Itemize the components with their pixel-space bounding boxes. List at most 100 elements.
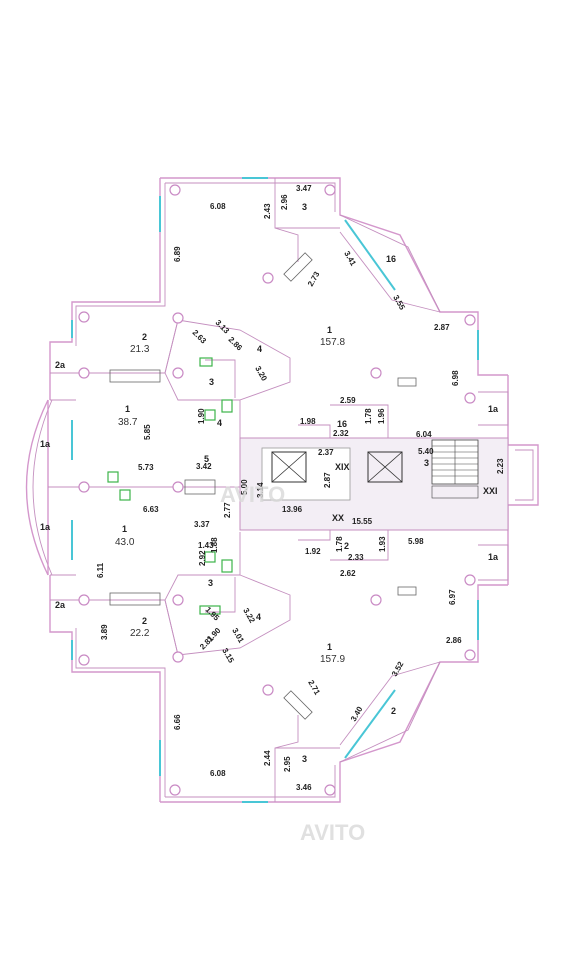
svg-text:2.33: 2.33	[348, 553, 364, 562]
svg-text:3.40: 3.40	[349, 705, 365, 723]
columns	[78, 184, 476, 796]
svg-text:3.15: 3.15	[220, 647, 236, 665]
room-number: 2	[142, 616, 147, 626]
room-number: 2a	[55, 600, 66, 610]
svg-text:1.90: 1.90	[197, 408, 206, 424]
room-number: 1	[327, 325, 332, 335]
svg-text:2.95: 2.95	[283, 756, 292, 772]
staircase	[431, 439, 479, 499]
svg-text:2.23: 2.23	[496, 458, 505, 474]
room-number: 5	[204, 454, 209, 464]
room-number: 1a	[488, 552, 499, 562]
interior-walls	[48, 178, 509, 802]
svg-text:5.00: 5.00	[240, 479, 249, 495]
room-number: 2	[391, 706, 396, 716]
room-number: 1a	[40, 439, 51, 449]
elevator-shaft-1	[271, 451, 307, 483]
svg-text:2.44: 2.44	[263, 750, 272, 766]
svg-text:3.52: 3.52	[390, 660, 406, 678]
room-number: 1	[327, 642, 332, 652]
svg-text:6.11: 6.11	[96, 562, 105, 578]
svg-text:2.77: 2.77	[223, 502, 232, 518]
svg-text:1.78: 1.78	[364, 408, 373, 424]
svg-text:2.87: 2.87	[323, 472, 332, 488]
svg-text:2.73: 2.73	[306, 270, 322, 288]
svg-text:1.98: 1.98	[300, 417, 316, 426]
svg-text:2.71: 2.71	[306, 679, 322, 697]
svg-text:2.87: 2.87	[434, 323, 450, 332]
svg-text:2.37: 2.37	[318, 448, 334, 457]
svg-text:6.98: 6.98	[451, 370, 460, 386]
room-number: 1	[125, 404, 130, 414]
room-area: 157.8	[320, 337, 345, 348]
svg-text:1.43: 1.43	[198, 541, 214, 550]
room-area: 21.3	[130, 344, 150, 355]
svg-text:6.97: 6.97	[448, 589, 457, 605]
room-number: 4	[217, 418, 222, 428]
room-area: 43.0	[115, 537, 135, 548]
svg-text:3.42: 3.42	[196, 462, 212, 471]
svg-text:1.95: 1.95	[204, 605, 222, 623]
watermark: AVITO	[300, 820, 365, 845]
svg-text:6.66: 6.66	[173, 714, 182, 730]
svg-text:3.37: 3.37	[194, 520, 210, 529]
svg-text:3.20: 3.20	[253, 365, 269, 383]
svg-text:6.89: 6.89	[173, 246, 182, 262]
room-number: 1a	[488, 404, 499, 414]
svg-text:2.32: 2.32	[333, 429, 349, 438]
svg-text:3.14: 3.14	[256, 482, 265, 498]
room-number: 2	[142, 332, 147, 342]
room-number: 2	[344, 541, 349, 551]
svg-text:5.98: 5.98	[408, 537, 424, 546]
corridor	[239, 437, 509, 531]
room-number: 3	[209, 377, 214, 387]
svg-text:2.86: 2.86	[227, 335, 245, 353]
svg-text:6.08: 6.08	[210, 202, 226, 211]
svg-text:1.93: 1.93	[378, 536, 387, 552]
svg-text:1.88: 1.88	[210, 537, 219, 553]
svg-text:3.01: 3.01	[230, 627, 246, 645]
windows	[71, 177, 479, 803]
svg-text:6.08: 6.08	[210, 769, 226, 778]
svg-text:6.04: 6.04	[416, 430, 432, 439]
svg-text:3.55: 3.55	[391, 294, 407, 312]
room-number: 3	[302, 754, 307, 764]
svg-text:3.46: 3.46	[296, 783, 312, 792]
svg-text:2.63: 2.63	[191, 328, 209, 346]
svg-text:3.89: 3.89	[100, 624, 109, 640]
svg-text:3.22: 3.22	[241, 607, 257, 625]
svg-text:1.96: 1.96	[377, 408, 386, 424]
room-number: 3	[424, 458, 429, 468]
room-number: 4	[257, 344, 262, 354]
svg-text:3.13: 3.13	[214, 318, 232, 336]
room-number: XX	[332, 513, 344, 523]
room-number: XXI	[483, 486, 498, 496]
room-number: XIX	[335, 462, 350, 472]
svg-text:5.40: 5.40	[418, 447, 434, 456]
svg-text:2.43: 2.43	[263, 203, 272, 219]
svg-text:2.96: 2.96	[280, 194, 289, 210]
svg-text:2.86: 2.86	[446, 636, 462, 645]
room-number: 2a	[55, 360, 66, 370]
room-number: 4	[256, 612, 261, 622]
svg-text:13.96: 13.96	[282, 505, 303, 514]
svg-text:5.73: 5.73	[138, 463, 154, 472]
svg-text:5.85: 5.85	[143, 424, 152, 440]
svg-text:1.92: 1.92	[305, 547, 321, 556]
room-area: 157.9	[320, 654, 345, 665]
room-number: 16	[337, 419, 347, 429]
svg-text:3.47: 3.47	[296, 184, 312, 193]
room-number: 1a	[40, 522, 51, 532]
room-number: 3	[302, 202, 307, 212]
svg-text:2.62: 2.62	[340, 569, 356, 578]
room-number: 3	[208, 578, 213, 588]
svg-text:6.63: 6.63	[143, 505, 159, 514]
svg-text:1.78: 1.78	[335, 536, 344, 552]
room-area: 22.2	[130, 628, 150, 639]
fixtures	[107, 252, 417, 720]
elevator-shaft-2	[367, 451, 403, 483]
room-number: 16	[386, 254, 396, 264]
room-labels: 1 157.8 3 16 4 3 4 2 21.3 2a 1 38.7 1a 1…	[40, 202, 499, 764]
svg-text:2.92: 2.92	[198, 550, 207, 566]
